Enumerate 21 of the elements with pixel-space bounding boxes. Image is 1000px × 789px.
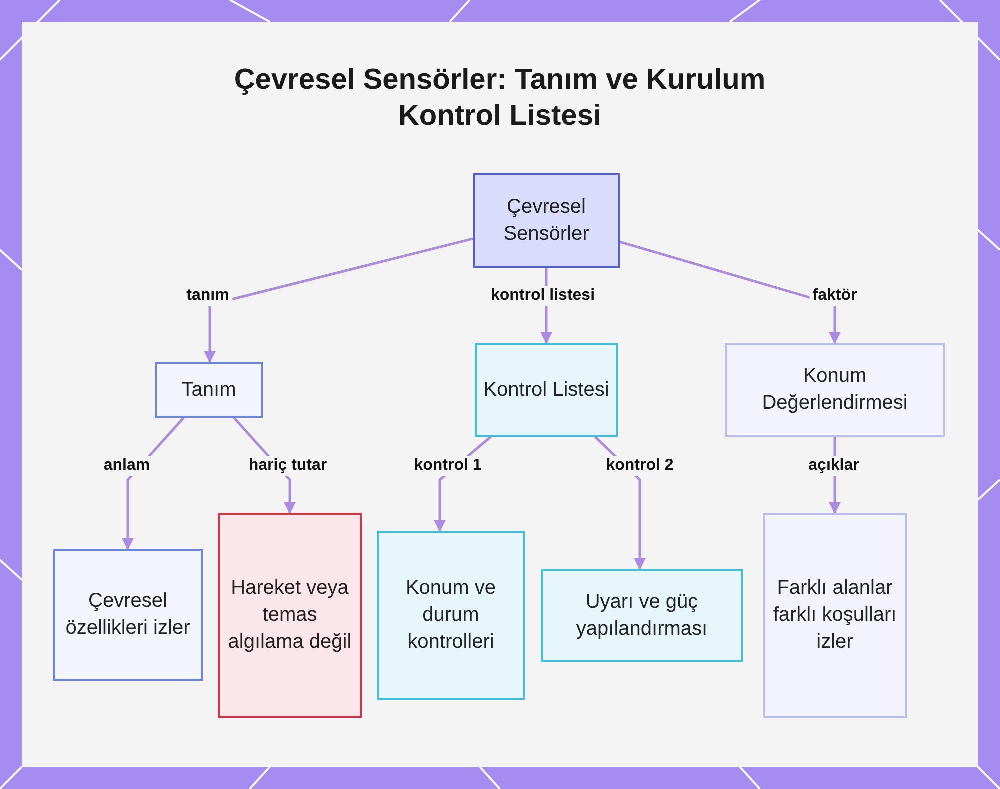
node-text: Hareket veya temas algılama değil <box>227 576 353 655</box>
node-text: Çevresel Sensörler <box>502 194 590 246</box>
node-text: Tanım <box>180 378 238 402</box>
concept-box <box>475 343 618 437</box>
node-text: Kontrol Listesi <box>482 378 610 402</box>
node-text: Farklı alanlar farklı koşulları izler <box>772 576 898 655</box>
concept-box <box>155 362 263 418</box>
node-text: Uyarı ve güç yapılandırması <box>575 590 709 642</box>
concept-box <box>377 531 525 700</box>
node-text: Konum ve durum kontrolleri <box>404 576 498 655</box>
node-text: Çevresel özellikleri izler <box>64 589 192 641</box>
diagram-title: Çevresel Sensörler: Tanım ve Kurulum Kontrol Listesi <box>233 63 767 134</box>
concept-box <box>763 513 907 718</box>
node-text: Konum Değerlendirmesi <box>761 364 909 416</box>
concept-box <box>53 549 203 681</box>
concept-box <box>473 173 620 268</box>
concept-box <box>218 513 362 718</box>
arrow <box>204 238 474 364</box>
arrow <box>620 240 842 344</box>
concept-box <box>725 343 945 437</box>
concept-box <box>541 569 743 662</box>
